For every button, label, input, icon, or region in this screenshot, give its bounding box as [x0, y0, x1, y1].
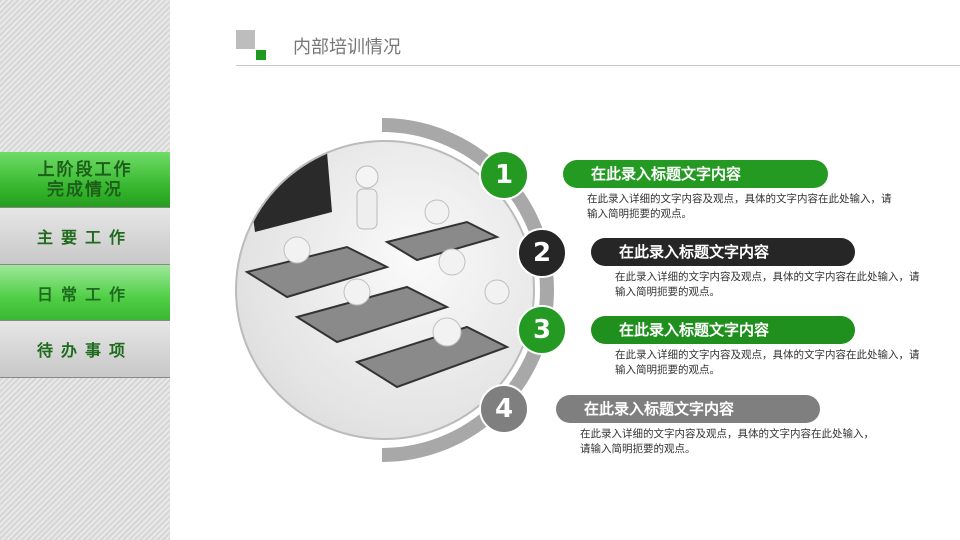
point-title-4: 在此录入标题文字内容: [556, 395, 820, 423]
menu-item-daily-work[interactable]: 日常工作: [0, 265, 170, 321]
point-desc-2: 在此录入详细的文字内容及观点，具体的文字内容在此处输入，请输入简明扼要的观点。: [615, 271, 920, 298]
step-number-2: 2: [517, 228, 567, 278]
point-desc-3: 在此录入详细的文字内容及观点，具体的文字内容在此处输入，请输入简明扼要的观点。: [615, 349, 920, 376]
menu-item-todo[interactable]: 待办事项: [0, 321, 170, 378]
point-title-2: 在此录入标题文字内容: [591, 238, 855, 266]
point-title-1: 在此录入标题文字内容: [563, 160, 828, 188]
title-divider: [236, 65, 960, 66]
title-decoration-square: [236, 30, 255, 49]
menu-item-main-work[interactable]: 主要工作: [0, 208, 170, 265]
classroom-image: [235, 140, 535, 440]
page-title: 内部培训情况: [293, 37, 401, 58]
menu-item-last-stage-summary[interactable]: 上阶段工作完成情况: [0, 152, 170, 208]
sidebar: 上阶段工作完成情况 主要工作 日常工作 待办事项: [0, 0, 170, 540]
menu-label: 上阶段工作: [37, 159, 133, 180]
step-number-3: 3: [517, 305, 567, 355]
title-decoration-square-green: [256, 50, 266, 60]
menu-label: 完成情况: [47, 179, 123, 200]
point-title-3: 在此录入标题文字内容: [591, 316, 855, 344]
point-desc-4: 在此录入详细的文字内容及观点，具体的文字内容在此处输入，请输入简明扼要的观点。: [580, 428, 874, 455]
step-number-4: 4: [479, 384, 529, 434]
point-desc-1: 在此录入详细的文字内容及观点，具体的文字内容在此处输入，请输入简明扼要的观点。: [587, 193, 892, 220]
step-number-1: 1: [479, 150, 529, 200]
